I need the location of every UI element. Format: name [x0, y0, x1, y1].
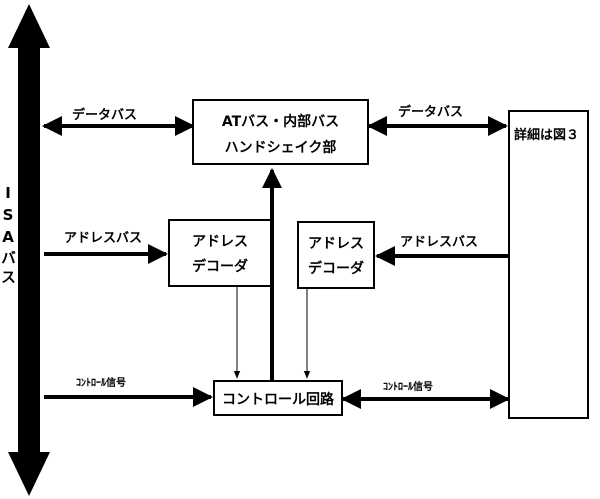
address-bus-right-label: アドレスバス	[400, 235, 479, 250]
handshake-box-line1: ATバス・内部バス	[221, 114, 340, 130]
address-decoder-left-line1: アドレス	[192, 234, 248, 250]
detail-box-label: 詳細は図３	[514, 128, 580, 143]
address-bus-left-label: アドレスバス	[64, 231, 143, 246]
address-decoder-left-line2: デコーダ	[192, 259, 248, 275]
control-signal-right-label: ｺﾝﾄﾛｰﾙ信号	[383, 382, 433, 393]
control-circuit-label: コントロール回路	[222, 392, 334, 408]
isa-bus-arrow	[8, 4, 50, 496]
handshake-box: ATバス・内部バス ハンドシェイク部	[192, 99, 369, 165]
control-signal-left-label: ｺﾝﾄﾛｰﾙ信号	[76, 378, 126, 389]
data-bus-right-label: データバス	[398, 105, 464, 120]
address-decoder-right-line2: デコーダ	[308, 261, 364, 277]
address-decoder-right-box: アドレス デコーダ	[297, 221, 375, 289]
address-decoder-right-line1: アドレス	[308, 236, 364, 252]
control-circuit-box: コントロール回路	[213, 380, 343, 416]
detail-box: 詳細は図３	[508, 110, 589, 419]
handshake-box-line2: ハンドシェイク部	[224, 140, 337, 156]
isa-bus-label: ISAバス	[0, 184, 17, 288]
address-decoder-left-box: アドレス デコーダ	[168, 219, 272, 287]
data-bus-left-label: データバス	[72, 108, 138, 123]
